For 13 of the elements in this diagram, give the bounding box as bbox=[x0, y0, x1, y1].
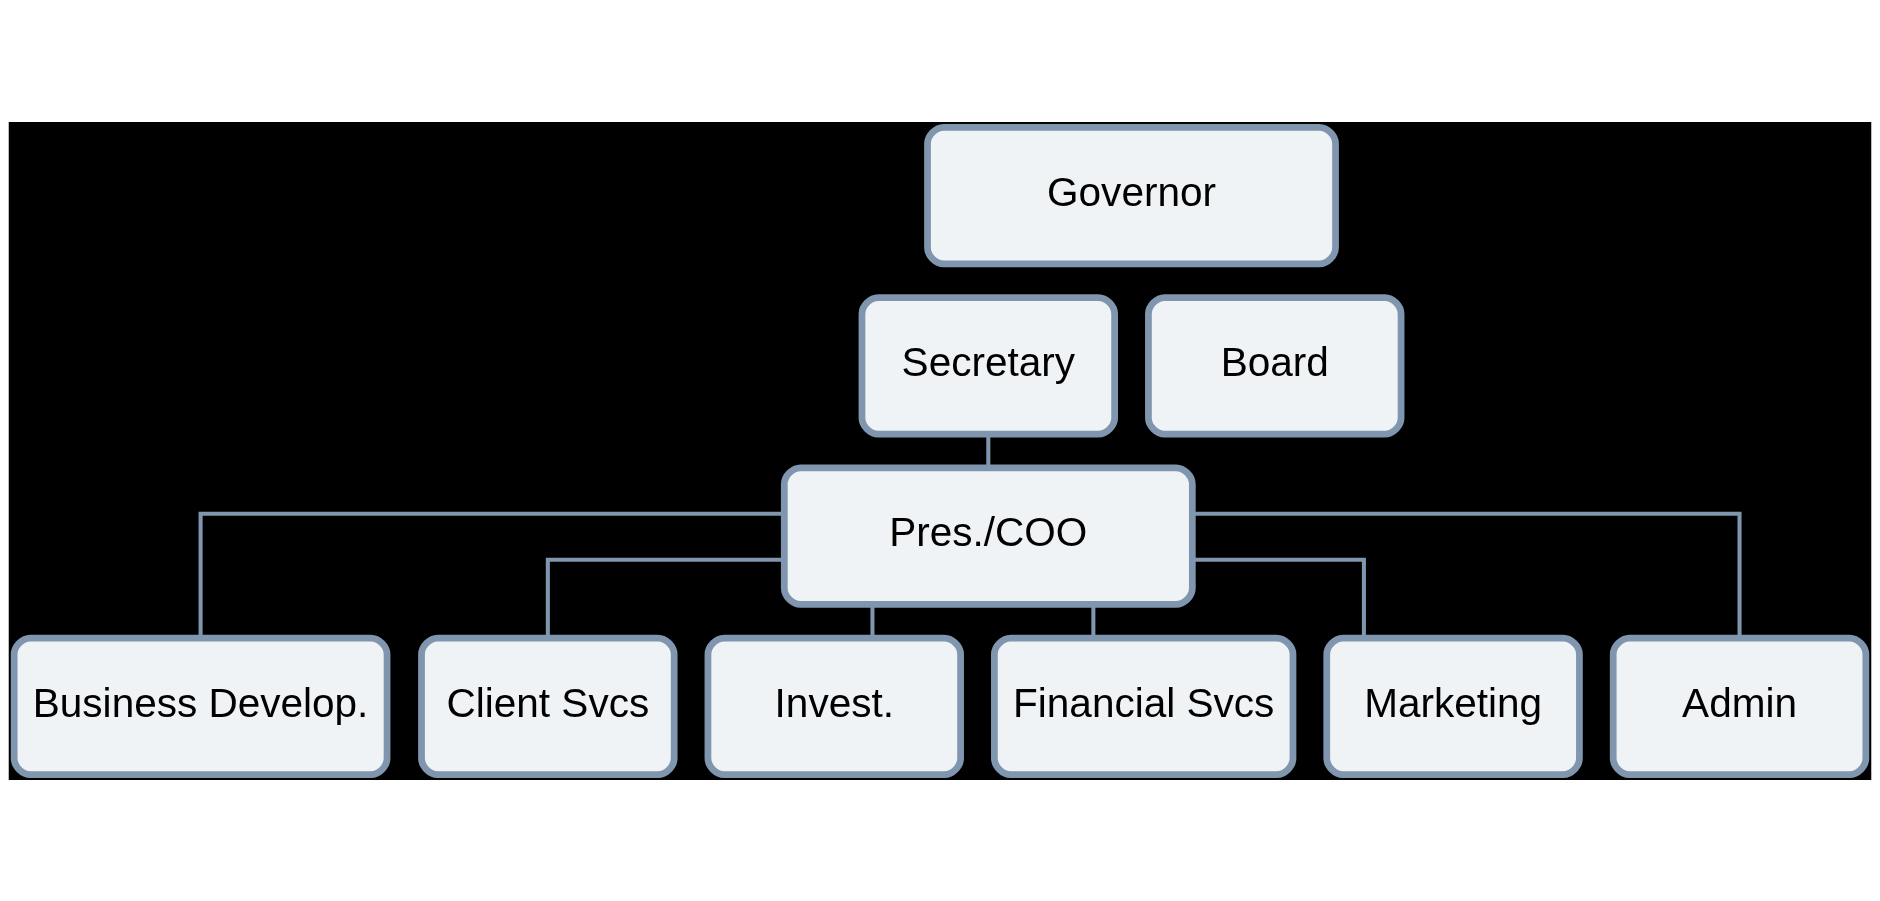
connector bbox=[1192, 557, 1366, 638]
node-box: Secretary bbox=[858, 293, 1118, 437]
node-box: Marketing bbox=[1323, 634, 1583, 778]
node-box: Business Develop. bbox=[10, 634, 391, 778]
connector bbox=[198, 511, 784, 638]
node-box: Invest. bbox=[704, 634, 964, 778]
node-box: Client Svcs bbox=[418, 634, 678, 778]
connector bbox=[1192, 511, 1742, 638]
node-box: Pres./COO bbox=[780, 464, 1196, 608]
node-box: Board bbox=[1145, 293, 1405, 437]
node-box: Financial Svcs bbox=[991, 634, 1297, 778]
node-box: Governor bbox=[924, 123, 1339, 267]
node-box: Admin bbox=[1609, 634, 1870, 778]
